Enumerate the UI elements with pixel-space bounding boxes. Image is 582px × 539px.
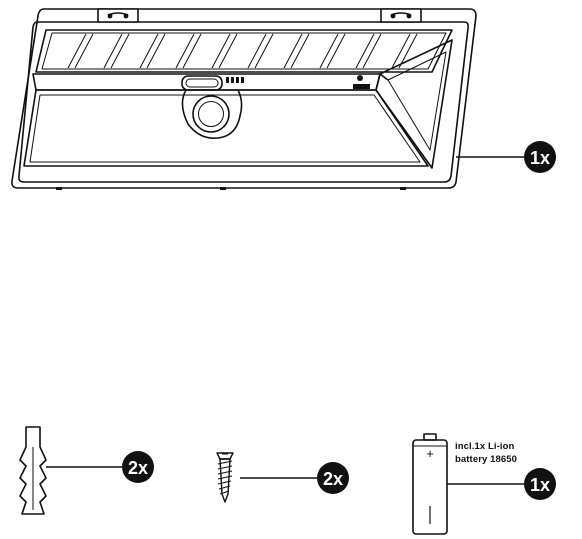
battery-note-line-2: battery 18650 [455,454,518,465]
battery-qty-label: 1x [530,475,550,495]
solar-lamp-qty-label: 1x [530,148,550,168]
screw-qty-label: 2x [323,469,343,489]
solar-lamp-drawing [11,8,477,190]
battery-qty-badge: 1x [524,468,556,500]
solar-lamp-qty-badge: 1x [524,141,556,173]
battery-drawing [412,433,448,535]
screw-drawing [216,452,234,503]
battery-note-line-1: incl.1x Li-ion [455,441,515,452]
wall-plug-drawing [19,426,47,515]
wall-plug-qty-badge: 2x [122,451,154,483]
battery-note: incl.1x Li-ion battery 18650 [455,440,517,466]
wall-plug-qty-label: 2x [128,458,148,478]
screw-qty-badge: 2x [317,462,349,494]
battery-plus-sign: + [426,446,434,461]
